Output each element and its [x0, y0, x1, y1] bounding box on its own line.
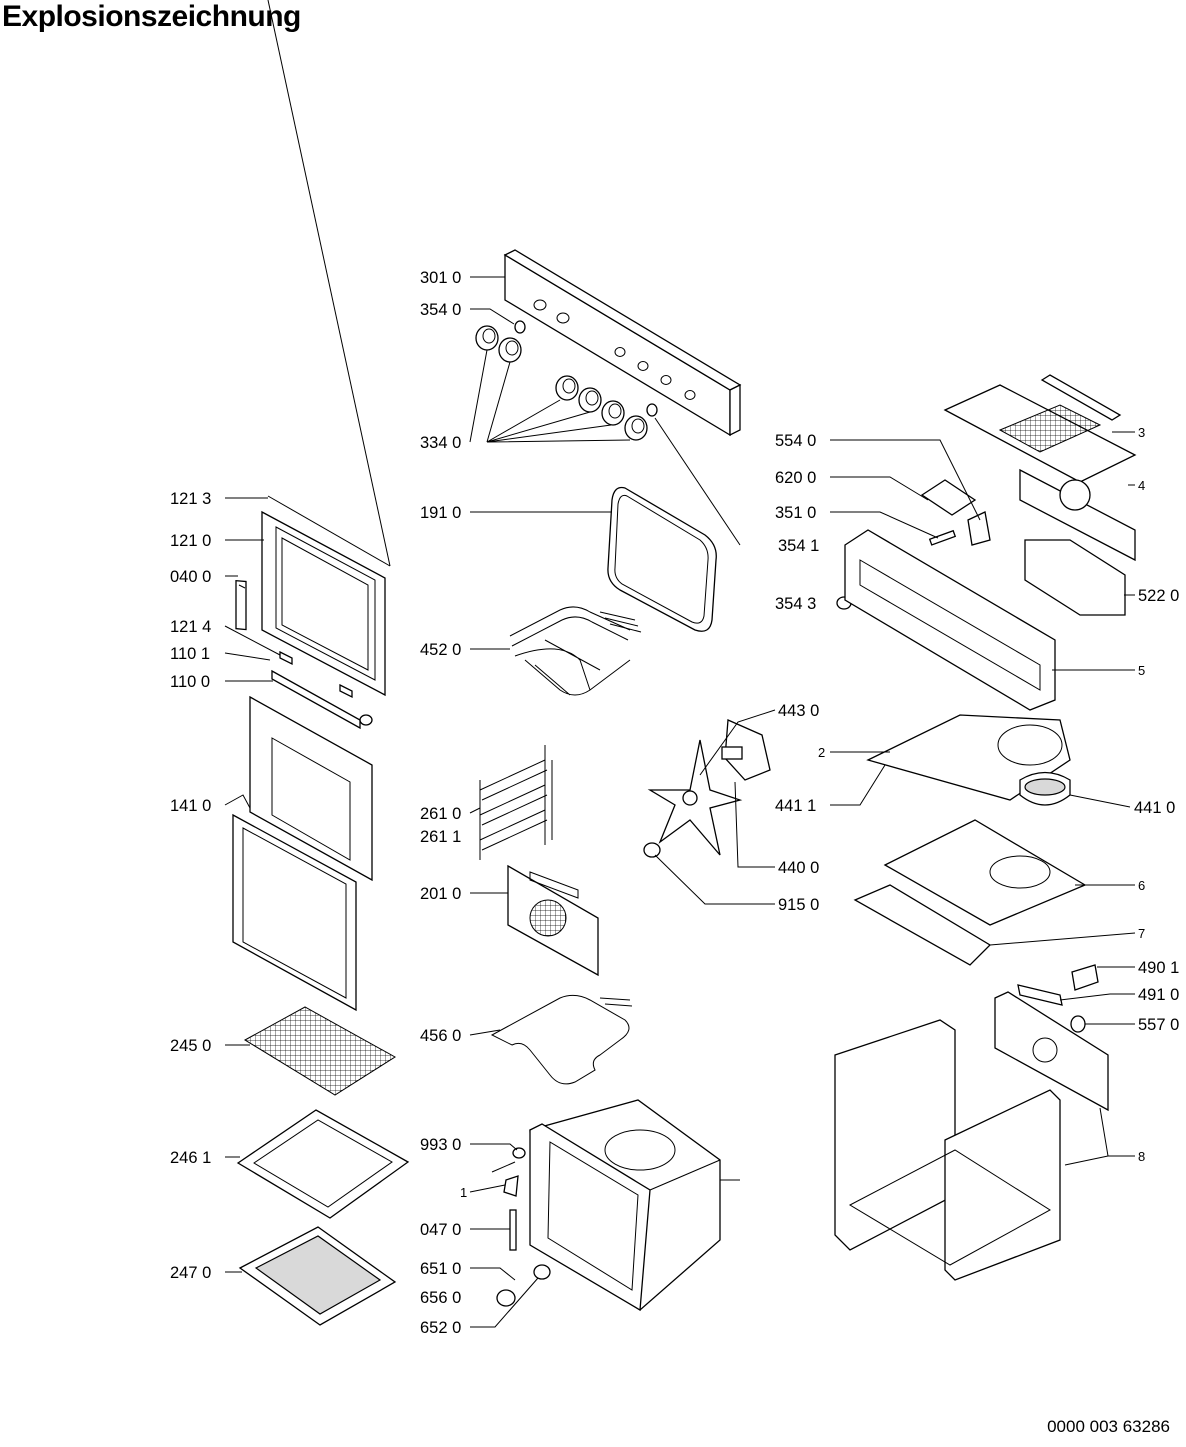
hinge-part [235, 579, 247, 631]
leader-lines [224, 276, 1136, 1328]
label-443-0: 443 0 [778, 702, 819, 720]
label-191-0: 191 0 [420, 504, 461, 522]
label-3: 3 [1138, 425, 1145, 440]
label-354-3: 354 3 [775, 595, 816, 613]
electronics-board-part [994, 964, 1109, 1112]
label-351-0: 351 0 [775, 504, 816, 522]
top-plate-part [866, 714, 1071, 806]
label-652-0: 652 0 [420, 1319, 461, 1337]
fan-motor-part [721, 719, 771, 781]
label-522-0: 522 0 [1138, 587, 1179, 605]
label-554-0: 554 0 [775, 432, 816, 450]
control-knobs-part [475, 320, 658, 441]
document-number: 0000 003 63286 [1047, 1417, 1170, 1436]
label-141-0: 141 0 [170, 797, 211, 815]
oven-cavity-part [529, 1099, 740, 1312]
label-6: 6 [1138, 878, 1145, 893]
label-334-0: 334 0 [420, 434, 461, 452]
wire-rack-part [244, 1006, 396, 1096]
cooling-fan-housing-part [943, 374, 1137, 562]
label-047-0: 047 0 [420, 1221, 461, 1239]
insulation-plate-part [853, 819, 1087, 966]
label-121-3: 121 3 [170, 490, 211, 508]
label-993-0: 993 0 [420, 1136, 461, 1154]
small-parts-993-1-047 [491, 1147, 526, 1251]
label-456-0: 456 0 [420, 1027, 461, 1045]
label-651-0: 651 0 [420, 1260, 461, 1278]
label-557-0: 557 0 [1138, 1016, 1179, 1034]
electronics-parts [836, 479, 1126, 616]
door-clip-parts [271, 650, 373, 730]
door-gasket-part [607, 486, 717, 632]
label-490-1: 490 1 [1138, 959, 1179, 977]
inner-door-frame-part [261, 0, 391, 697]
housing-frame-part [834, 1019, 1061, 1281]
top-heater-part [509, 606, 642, 696]
label-8: 8 [1138, 1149, 1145, 1164]
part-number-labels: 301 0 354 0 334 0 191 0 354 1 452 0 554 … [170, 269, 1179, 1337]
label-121-0: 121 0 [170, 532, 211, 550]
label-915-0: 915 0 [778, 896, 819, 914]
label-110-1: 110 1 [170, 645, 210, 663]
label-441-0: 441 0 [1134, 799, 1175, 817]
label-261-0: 261 0 [420, 805, 461, 823]
label-121-4: 121 4 [170, 618, 211, 636]
fan-blade-part [643, 739, 743, 858]
label-261-1: 261 1 [420, 828, 461, 846]
label-491-0: 491 0 [1138, 986, 1179, 1004]
control-panel-part [503, 249, 742, 437]
label-620-0: 620 0 [775, 469, 816, 487]
label-7: 7 [1138, 926, 1145, 941]
label-247-0: 247 0 [170, 1264, 211, 1282]
label-656-0: 656 0 [420, 1289, 461, 1307]
label-246-1: 246 1 [170, 1149, 211, 1167]
bottom-heater-part [490, 994, 633, 1085]
label-040-0: 040 0 [170, 568, 211, 586]
label-110-0: 110 0 [170, 673, 210, 691]
label-452-0: 452 0 [420, 641, 461, 659]
label-354-1: 354 1 [778, 537, 819, 555]
outer-door-glass-part [232, 695, 373, 1012]
label-201-0: 201 0 [420, 885, 461, 903]
label-5: 5 [1138, 663, 1145, 678]
page-title: Explosionszeichnung [2, 0, 301, 33]
label-1: 1 [460, 1185, 467, 1200]
label-245-0: 245 0 [170, 1037, 211, 1055]
label-354-0: 354 0 [420, 301, 461, 319]
fan-cover-part [507, 864, 599, 977]
deep-pan-part [238, 1226, 397, 1326]
label-4: 4 [1138, 478, 1145, 493]
front-frame-part [844, 529, 1056, 711]
label-2: 2 [818, 745, 825, 760]
label-441-1: 441 1 [775, 797, 816, 815]
baking-tray-part [236, 1109, 410, 1219]
side-rails-part [479, 745, 553, 860]
label-440-0: 440 0 [778, 859, 819, 877]
lamp-parts [496, 1264, 551, 1307]
label-301-0: 301 0 [420, 269, 461, 287]
